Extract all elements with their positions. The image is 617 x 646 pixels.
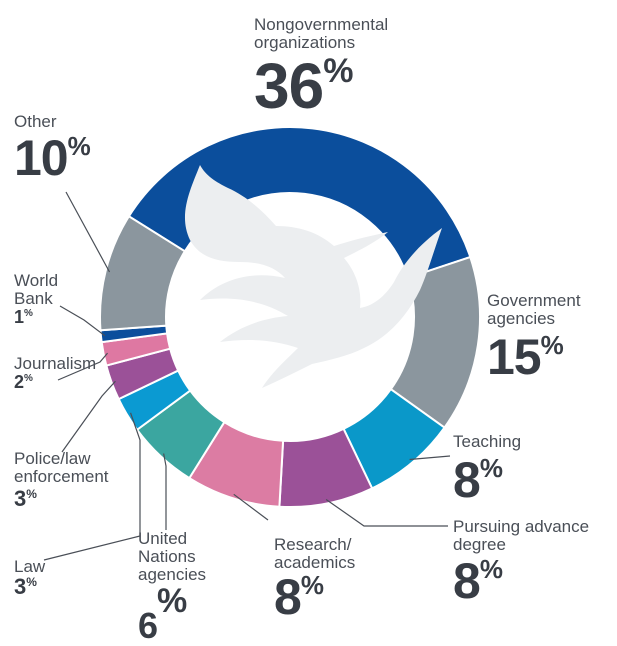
label-government: Government agencies 15% [487,291,581,385]
label-law: Law 3% [14,558,45,598]
label-law-value: 3% [14,574,37,599]
leader-line-10 [65,191,111,273]
donut-chart [43,126,481,561]
label-ngo: Nongovernmental organizations 36% [254,15,389,122]
label-police: Police/law enforcement 3% [14,450,109,510]
label-law-name: Law [14,557,46,576]
label-advance-degree: Pursuing advance degree 8% [453,517,590,609]
label-un-name: United Nations agencies [138,529,207,584]
label-advance-degree-value: 8% [453,553,503,609]
label-police-name: Police/law enforcement [14,449,109,486]
leader-line-6 [43,412,141,561]
label-government-value: 15% [487,329,564,385]
label-un-value: 6% [138,582,187,646]
label-research: Research/ academics 8% [274,535,356,625]
leader-line-5 [163,453,167,530]
leader-line-4 [233,493,269,521]
label-research-value: 8% [274,569,324,625]
slice-0 [127,126,472,280]
label-police-value: 3% [14,486,37,511]
leader-line-3 [325,498,448,527]
label-journalism-name: Journalism [14,354,97,373]
label-ngo-name: Nongovernmental organizations [254,15,389,52]
leader-line-7 [61,380,116,453]
slice-10 [99,214,187,332]
dove-icon [184,165,442,388]
label-research-name: Research/ academics [274,535,356,572]
label-other: Other 10% [14,112,91,186]
label-teaching-name: Teaching [453,432,522,451]
leader-line-9 [59,305,106,337]
label-ngo-value: 36% [254,50,353,122]
label-journalism-value: 2% [14,372,33,392]
label-world-bank: World Bank 1% [14,272,58,327]
label-other-name: Other [14,112,57,131]
label-journalism: Journalism 2% [14,355,96,392]
label-teaching: Teaching 8% [453,432,522,508]
leader-lines [43,191,451,561]
leader-line-2 [409,455,451,461]
leader-line-8 [57,352,108,381]
label-world-bank-value: 1% [14,307,33,327]
label-teaching-value: 8% [453,452,503,508]
label-advance-degree-name: Pursuing advance degree [453,517,590,554]
label-other-value: 10% [14,130,91,186]
label-government-name: Government agencies [487,291,581,328]
label-world-bank-name: World Bank [14,271,59,308]
label-un: United Nations agencies 6% [138,530,206,644]
